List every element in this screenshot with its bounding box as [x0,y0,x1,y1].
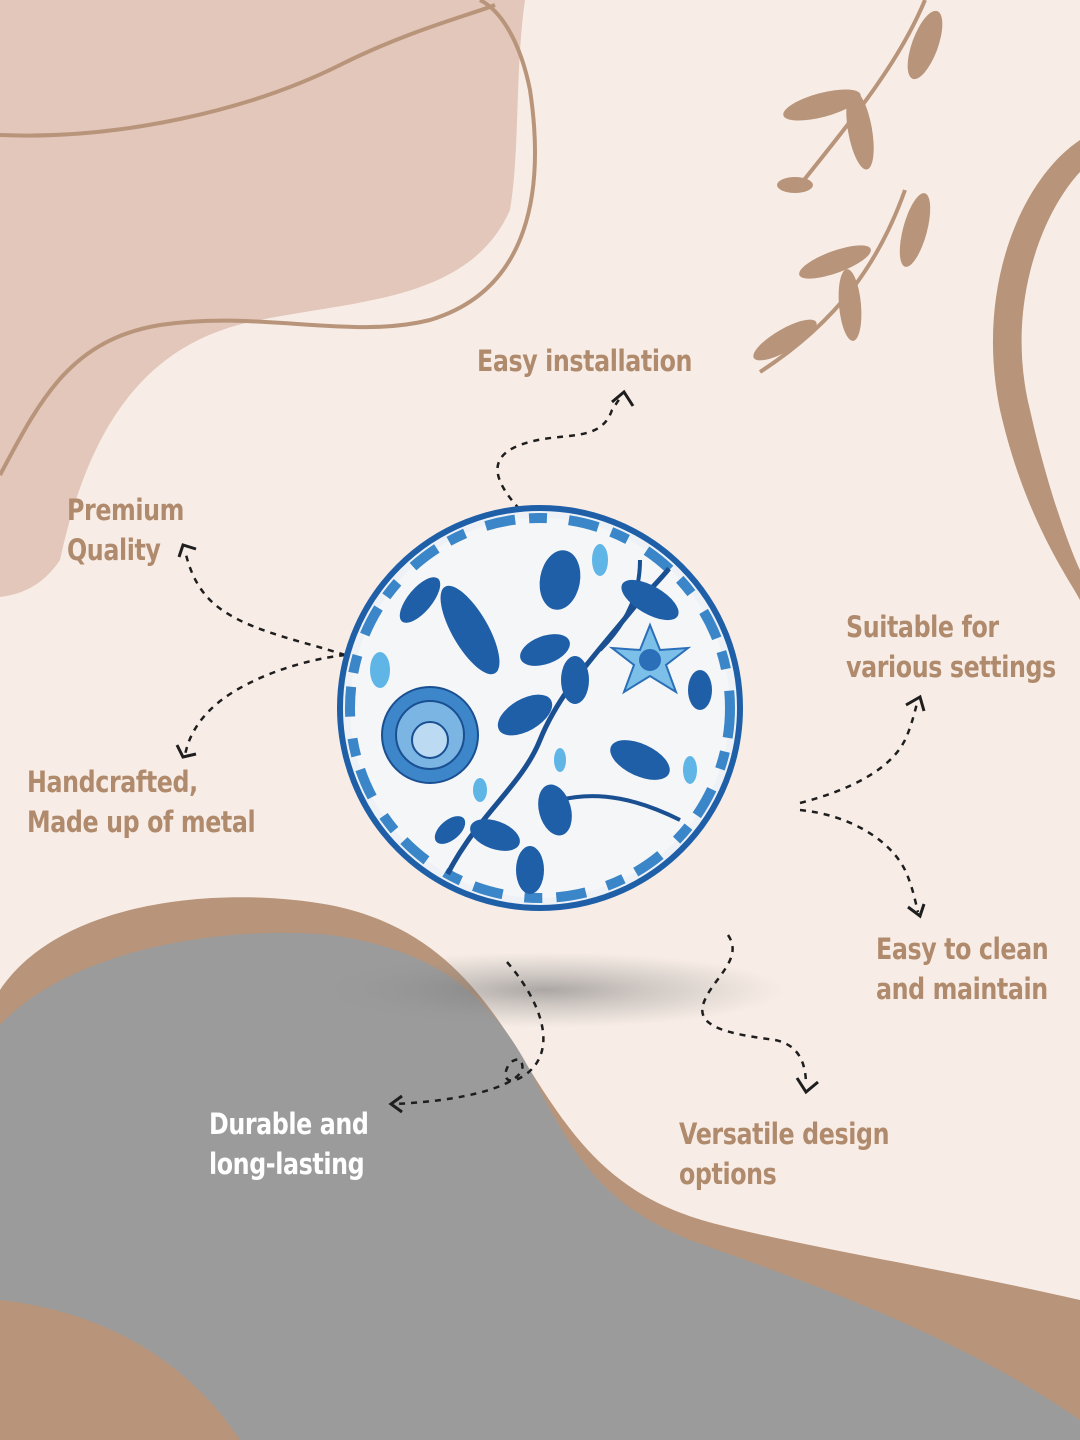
arrow-heads [175,389,926,1114]
bottom-left-corner [0,1300,240,1440]
plate-shadow [305,952,785,1028]
right-arc-inner [1021,172,1080,570]
feature-suitable-settings: Suitable for various settings [846,610,1056,684]
swirl-line [0,3,496,138]
arrow-to-easy-clean [799,808,920,913]
feature-durable: Durable and long-lasting [209,1107,369,1181]
leaf-branch [753,0,943,374]
feature-easy-clean: Easy to clean and maintain [876,932,1049,1006]
peony-flower [381,686,479,784]
feature-handcrafted: Handcrafted, Made up of metal [27,765,256,839]
feature-premium-quality: Premium Quality [67,493,185,567]
swirl-line [0,0,537,476]
arrow-to-easy-installation [496,394,624,519]
bottom-gray-wave [0,932,1080,1440]
dashed-arrows [183,394,920,1106]
arrow-to-versatile [701,934,808,1086]
arrow-to-handcrafted [183,653,346,756]
top-left-blob [0,0,525,597]
arrow-to-premium-quality [183,549,346,657]
floral-plate-icon [337,505,743,911]
star-flower [608,622,692,695]
arrow-to-suitable [799,699,920,805]
feature-versatile: Versatile design options [679,1117,890,1191]
feature-easy-installation: Easy installation [477,344,693,378]
